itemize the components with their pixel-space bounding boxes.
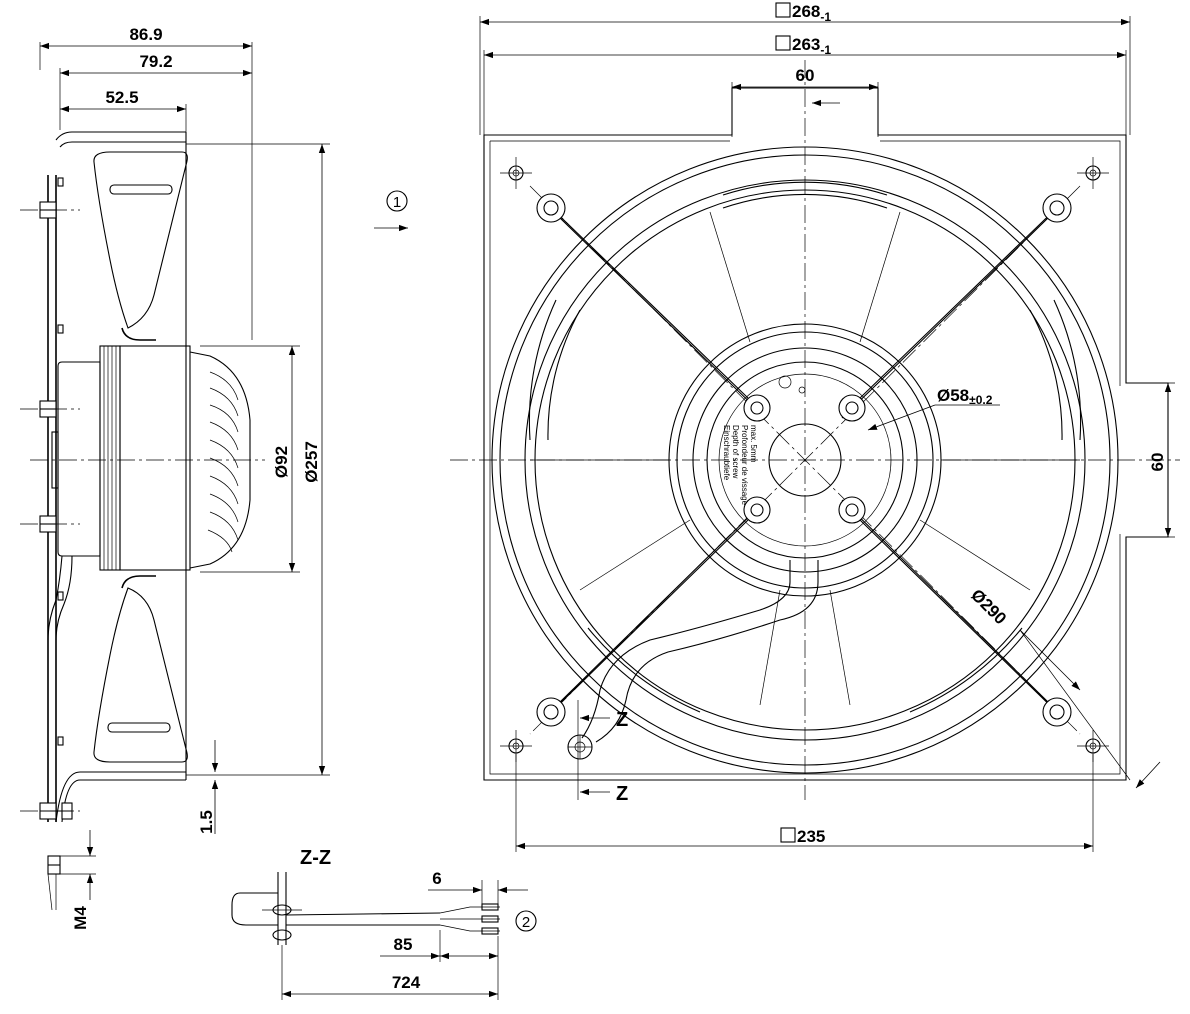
dim-plate-inner: 263-1 xyxy=(792,35,831,57)
dim-hole-pattern: 235 xyxy=(797,827,825,846)
dim-motor-diameter: Ø92 xyxy=(272,446,291,478)
square-symbol-3 xyxy=(780,827,796,843)
dim-plate-thickness: 1.5 xyxy=(197,810,216,834)
dim-sheath: 85 xyxy=(394,935,413,954)
bolt-middle xyxy=(20,400,80,418)
section-mark-bottom: Z xyxy=(616,783,628,805)
venturi-outer xyxy=(491,146,1119,774)
bolt-top xyxy=(20,201,80,219)
arm-boss-inner xyxy=(743,394,866,524)
bolt-lower xyxy=(20,515,80,533)
svg-text:max. 5mm: max. 5mm xyxy=(749,425,758,463)
svg-text:Profondeur de vissage: Profondeur de vissage xyxy=(740,425,749,506)
depth-label: Einschraubtiefe Depth of screw Profondeu… xyxy=(722,425,758,506)
svg-text:Einschraubtiefe: Einschraubtiefe xyxy=(722,425,731,481)
cable-marker-number: 2 xyxy=(522,914,530,931)
svg-text:Depth of screw: Depth of screw xyxy=(731,425,740,479)
dim-cable-length: 724 xyxy=(392,973,421,992)
dim-hub: Ø58±0.2 xyxy=(937,386,993,407)
bolt-bottom xyxy=(20,802,80,820)
support-arms xyxy=(529,185,1081,735)
front-view: 268-1 263-1 60 60 xyxy=(450,2,1180,852)
dim-plate-outer: 268-1 xyxy=(792,2,831,24)
section-title: Z-Z xyxy=(300,847,331,869)
airflow-marker-number: 1 xyxy=(393,194,401,211)
thread-label: M4 xyxy=(71,906,90,930)
dim-strip: 6 xyxy=(432,869,441,888)
dim-overall-depth: 86.9 xyxy=(129,25,162,44)
side-view: 86.9 79.2 52.5 xyxy=(20,25,408,930)
airflow-marker: 1 xyxy=(374,190,408,232)
blade-upper xyxy=(93,151,188,329)
hub xyxy=(768,423,842,497)
cable-marker xyxy=(515,910,537,932)
corner-hole-br xyxy=(1077,730,1109,762)
arm-boss-outer xyxy=(536,193,1072,727)
dim-guard-diameter: Ø257 xyxy=(302,441,321,483)
motor-body xyxy=(51,345,251,571)
dim-side-cutout: 60 xyxy=(1148,453,1167,472)
square-symbol xyxy=(775,2,791,18)
section-view: Z-Z 2 6 85 724 xyxy=(231,847,537,1000)
blade-lower xyxy=(93,587,188,763)
section-mark-top: Z xyxy=(616,709,628,731)
dim-motor-offset: 52.5 xyxy=(105,88,138,107)
square-symbol-2 xyxy=(775,35,791,51)
dim-depth: 79.2 xyxy=(139,52,172,71)
dim-bore: Ø290 xyxy=(967,585,1010,628)
earth-icon xyxy=(778,375,792,389)
corner-hole-tr xyxy=(1077,157,1109,189)
corner-hole-tl xyxy=(500,157,532,189)
